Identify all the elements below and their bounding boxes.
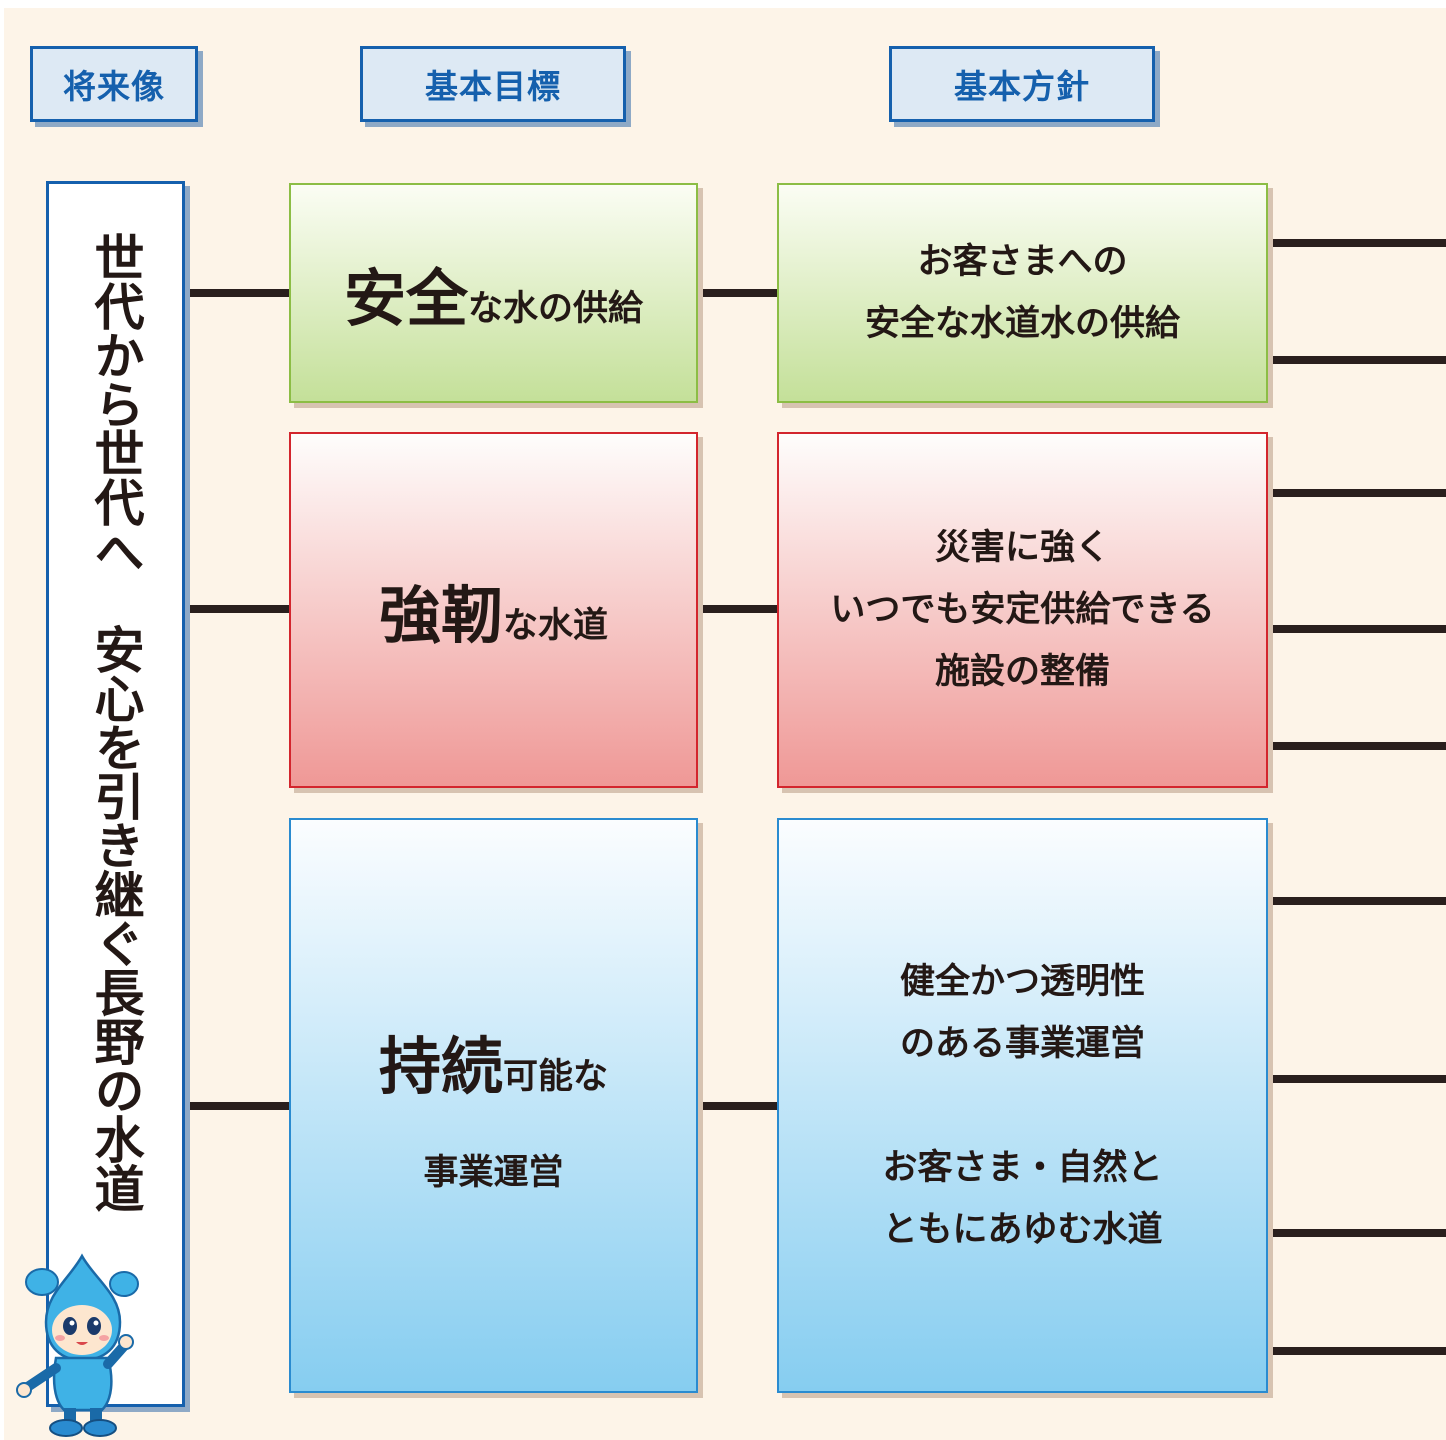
policy-box-management: 健全かつ透明性 のある事業運営 お客さま・自然と ともにあゆむ水道 — [777, 818, 1268, 1393]
policy-box-facilities: 災害に強く いつでも安定供給できる 施設の整備 — [777, 432, 1268, 788]
header-goals: 基本目標 — [360, 46, 626, 122]
water-drop-mascot-icon — [16, 1253, 139, 1437]
policy-text: 災害に強く いつでも安定供給できる 施設の整備 — [830, 528, 1215, 692]
goal-emphasis: 持続 — [378, 1030, 503, 1103]
policy-text: お客さまへの 安全な水道水の供給 — [864, 242, 1180, 344]
goal-rest: な水の供給 — [468, 289, 644, 329]
goal-line2: 事業運営 — [423, 1153, 564, 1193]
outgoing-line — [1268, 1347, 1446, 1355]
outgoing-line — [1268, 742, 1446, 750]
connector-goal-policy-3 — [697, 1102, 777, 1110]
policy-text: 健全かつ透明性 のある事業運営 — [899, 961, 1145, 1064]
outgoing-line — [1268, 489, 1446, 497]
header-vision: 将来像 — [30, 46, 198, 122]
policy-text: お客さま・自然と ともにあゆむ水道 — [882, 1147, 1163, 1250]
goal-box-safe-water: 安全な水の供給 — [289, 183, 698, 403]
connector-goal-policy-1 — [697, 289, 777, 297]
goal-box-sustainable: 持続可能な 事業運営 — [289, 818, 698, 1393]
goal-rest: 可能な — [503, 1057, 609, 1097]
goal-rest: な水道 — [503, 606, 609, 646]
goal-emphasis: 強靭 — [378, 579, 503, 652]
connector-vision-goal-1 — [185, 289, 289, 297]
outgoing-line — [1268, 1075, 1446, 1083]
vision-box: 世代から世代へ 安心を引き継ぐ長野の水道 — [46, 181, 185, 1407]
outgoing-line — [1268, 1229, 1446, 1237]
connector-vision-goal-3 — [185, 1102, 289, 1110]
policy-box-safe-supply: お客さまへの 安全な水道水の供給 — [777, 183, 1268, 403]
vision-text: 世代から世代へ 安心を引き継ぐ長野の水道 — [86, 232, 145, 1212]
outgoing-line — [1268, 897, 1446, 905]
outgoing-line — [1268, 625, 1446, 633]
goal-box-resilient: 強靭な水道 — [289, 432, 698, 788]
outgoing-line — [1268, 239, 1446, 247]
connector-goal-policy-2 — [697, 605, 777, 613]
header-policies: 基本方針 — [889, 46, 1155, 122]
outgoing-line — [1268, 356, 1446, 364]
connector-vision-goal-2 — [185, 605, 289, 613]
goal-emphasis: 安全 — [343, 262, 468, 335]
